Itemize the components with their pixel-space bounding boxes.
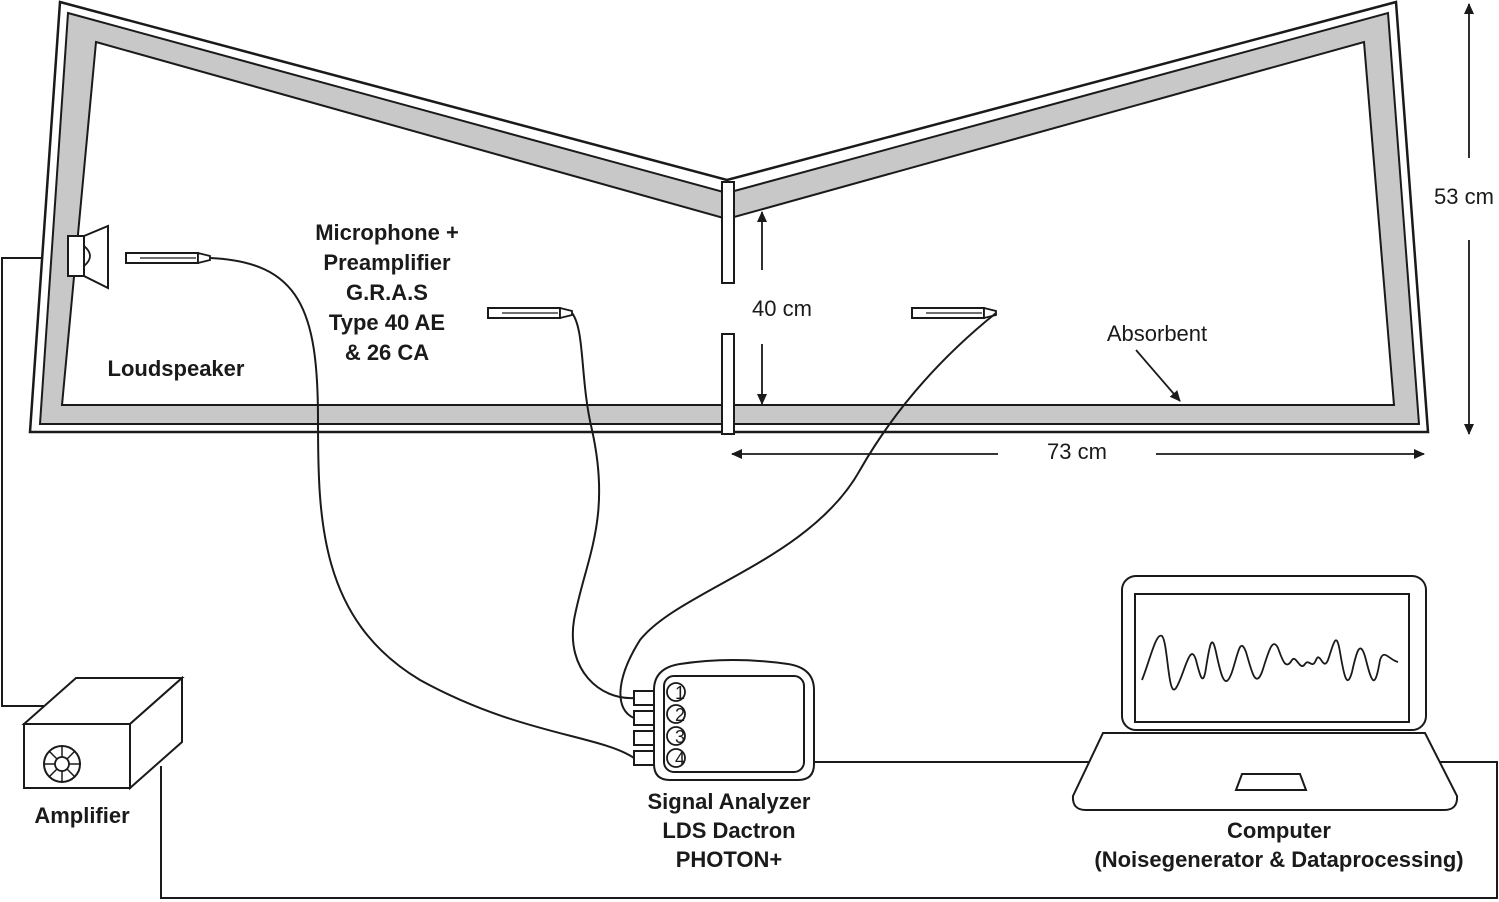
signal-analyzer-device: 1 2 3 4 xyxy=(633,659,815,781)
analyzer-port-1 xyxy=(633,690,655,706)
waveform-graph xyxy=(1141,635,1399,691)
computer-label-line-2: (Noisegenerator & Dataprocessing) xyxy=(1094,847,1463,872)
laptop-touchpad xyxy=(1234,773,1308,791)
analyzer-label-line-2: LDS Dactron xyxy=(662,818,795,843)
channel-label-3: 3 xyxy=(675,727,685,747)
dimension-53cm-label: 53 cm xyxy=(1434,184,1494,209)
cable-microphone-1 xyxy=(209,257,635,759)
absorbent-pointer-arrow xyxy=(1135,349,1181,402)
channel-label-1: 1 xyxy=(675,683,685,703)
microphone-label-line-2: Preamplifier xyxy=(323,250,451,275)
loudspeaker-icon xyxy=(67,224,109,290)
microphone-1-icon xyxy=(125,251,211,265)
microphone-label-line-1: Microphone + xyxy=(315,220,459,245)
absorbent-label: Absorbent xyxy=(1107,321,1207,346)
cable-amplifier-computer xyxy=(160,761,1498,899)
microphone-3-icon xyxy=(911,306,997,320)
channel-dial-4 xyxy=(666,748,686,768)
loudspeaker-label: Loudspeaker xyxy=(108,356,245,381)
cable-microphone-2 xyxy=(571,312,635,700)
channel-label-2: 2 xyxy=(675,705,685,725)
cable-loudspeaker-amplifier xyxy=(1,257,45,707)
microphone-label-line-3: G.R.A.S xyxy=(346,280,428,305)
partition-lower-plate xyxy=(721,333,735,435)
channel-dial-2 xyxy=(666,704,686,724)
analyzer-label-line-3: PHOTON+ xyxy=(676,847,783,872)
channel-dial-3 xyxy=(666,726,686,746)
amplifier-device xyxy=(21,675,185,791)
microphone-label-line-4: Type 40 AE xyxy=(329,310,445,335)
dimension-40cm-label: 40 cm xyxy=(752,296,812,321)
cable-microphone-3 xyxy=(619,312,997,719)
amplifier-label: Amplifier xyxy=(34,803,130,828)
microphone-label-line-5: & 26 CA xyxy=(345,340,429,365)
analyzer-port-3 xyxy=(633,730,655,746)
channel-label-4: 4 xyxy=(675,749,685,769)
microphone-2-icon xyxy=(487,306,573,320)
channel-dial-1 xyxy=(666,682,686,702)
analyzer-port-4 xyxy=(633,750,655,766)
chamber xyxy=(28,0,1430,435)
analyzer-label-line-1: Signal Analyzer xyxy=(647,789,810,814)
computer-laptop-icon xyxy=(1071,575,1459,811)
amplifier-knob-icon xyxy=(43,745,81,783)
analyzer-port-2 xyxy=(633,710,655,726)
computer-label-line-1: Computer xyxy=(1227,818,1331,843)
dimension-73cm-label: 73 cm xyxy=(1047,439,1107,464)
partition-upper-plate xyxy=(721,181,735,284)
